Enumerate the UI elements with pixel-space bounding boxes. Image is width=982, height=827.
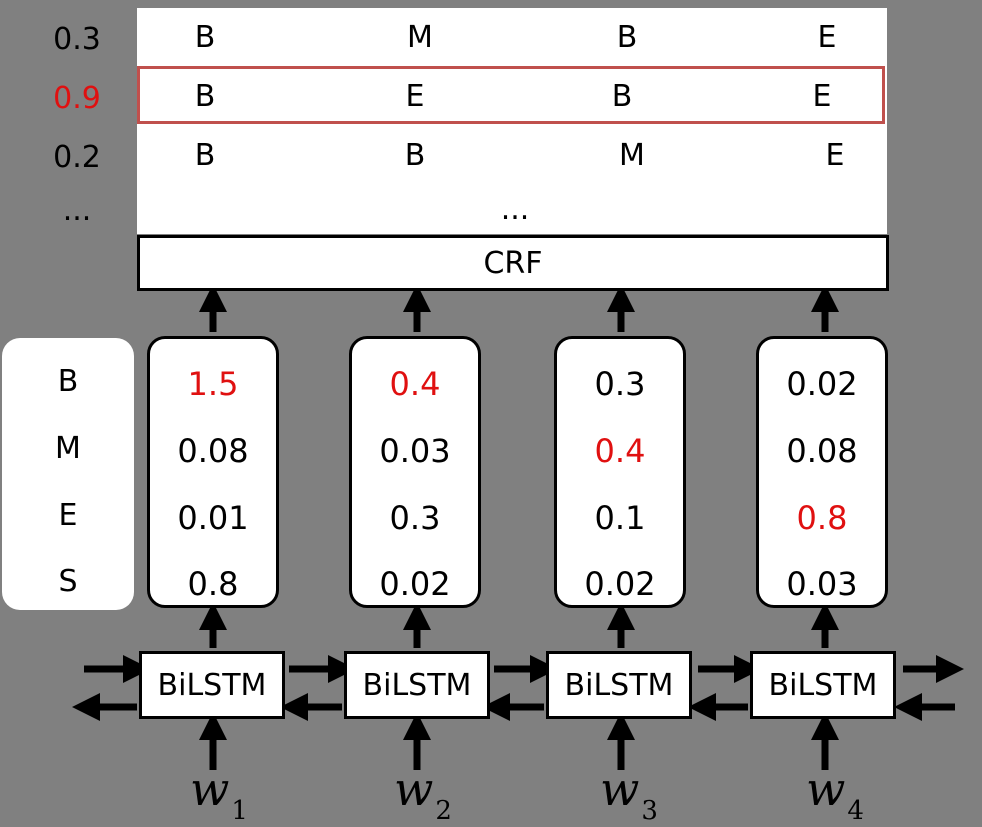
path-tag: E [825, 138, 845, 173]
path-tag: B [194, 138, 216, 173]
word-index: 2 [435, 796, 452, 826]
path-row-2: B E B E [137, 77, 887, 117]
path-tag: E [405, 79, 425, 114]
path-row-3: B B M E [137, 136, 887, 176]
path-tag: E [817, 20, 837, 55]
emission-score: 0.4 [594, 432, 646, 470]
input-word-3: w3 [600, 762, 658, 826]
emission-score: 0.08 [177, 432, 249, 470]
emission-score: 0.08 [786, 432, 858, 470]
bilstm-cell-4: BiLSTM [750, 651, 896, 719]
best-path-highlight [137, 66, 885, 124]
emission-score: 0.8 [796, 499, 848, 537]
path-tag: B [404, 138, 426, 173]
word-index: 3 [641, 796, 658, 826]
path-row-1: B M B E [137, 18, 887, 58]
word-base: w [190, 762, 230, 816]
path-tag: B [616, 20, 638, 55]
word-index: 1 [231, 796, 248, 826]
emission-score: 0.1 [594, 499, 646, 537]
input-word-4: w4 [806, 762, 864, 826]
tag-label-b: B [57, 364, 79, 399]
path-row-ellipsis: ... [137, 190, 887, 230]
bilstm-cell-1: BiLSTM [139, 651, 285, 719]
emission-scores-4: 0.02 0.08 0.8 0.03 [756, 336, 888, 608]
emission-score: 0.02 [379, 565, 451, 603]
input-word-2: w2 [394, 762, 452, 826]
emission-scores-2: 0.4 0.03 0.3 0.02 [349, 336, 481, 608]
emission-score: 0.03 [786, 565, 858, 603]
tag-labels-box: B M E S [2, 338, 134, 610]
tag-label-e: E [58, 498, 78, 533]
bilstm-cell-3: BiLSTM [546, 651, 692, 719]
word-base: w [394, 762, 434, 816]
path-score-2: 0.9 [53, 81, 101, 116]
path-score-3: 0.2 [53, 140, 101, 175]
path-score-1: 0.3 [53, 22, 101, 57]
tag-label-m: M [55, 431, 81, 466]
emission-score: 0.03 [379, 432, 451, 470]
word-base: w [806, 762, 846, 816]
candidate-paths-box: B M B E B E B E B B M E ... [137, 8, 887, 234]
emission-score: 0.3 [594, 365, 646, 403]
tag-label-s: S [58, 564, 78, 599]
emission-score: 0.02 [786, 365, 858, 403]
emission-score: 0.02 [584, 565, 656, 603]
bilstm-cell-2: BiLSTM [344, 651, 490, 719]
input-word-1: w1 [190, 762, 248, 826]
path-score-4: ... [62, 193, 92, 228]
emission-scores-1: 1.5 0.08 0.01 0.8 [147, 336, 279, 608]
path-tag: M [407, 20, 433, 55]
path-tag: B [194, 20, 216, 55]
path-tag: B [194, 79, 216, 114]
path-tag: M [619, 138, 645, 173]
emission-scores-3: 0.3 0.4 0.1 0.02 [554, 336, 686, 608]
word-base: w [600, 762, 640, 816]
path-tag: E [812, 79, 832, 114]
emission-score: 1.5 [187, 365, 239, 403]
emission-score: 0.01 [177, 499, 249, 537]
word-index: 4 [847, 796, 864, 826]
path-ellipsis: ... [500, 192, 530, 227]
emission-score: 0.3 [389, 499, 441, 537]
emission-score: 0.4 [389, 365, 441, 403]
emission-score: 0.8 [187, 565, 239, 603]
path-tag: B [611, 79, 633, 114]
crf-layer: CRF [137, 235, 889, 291]
